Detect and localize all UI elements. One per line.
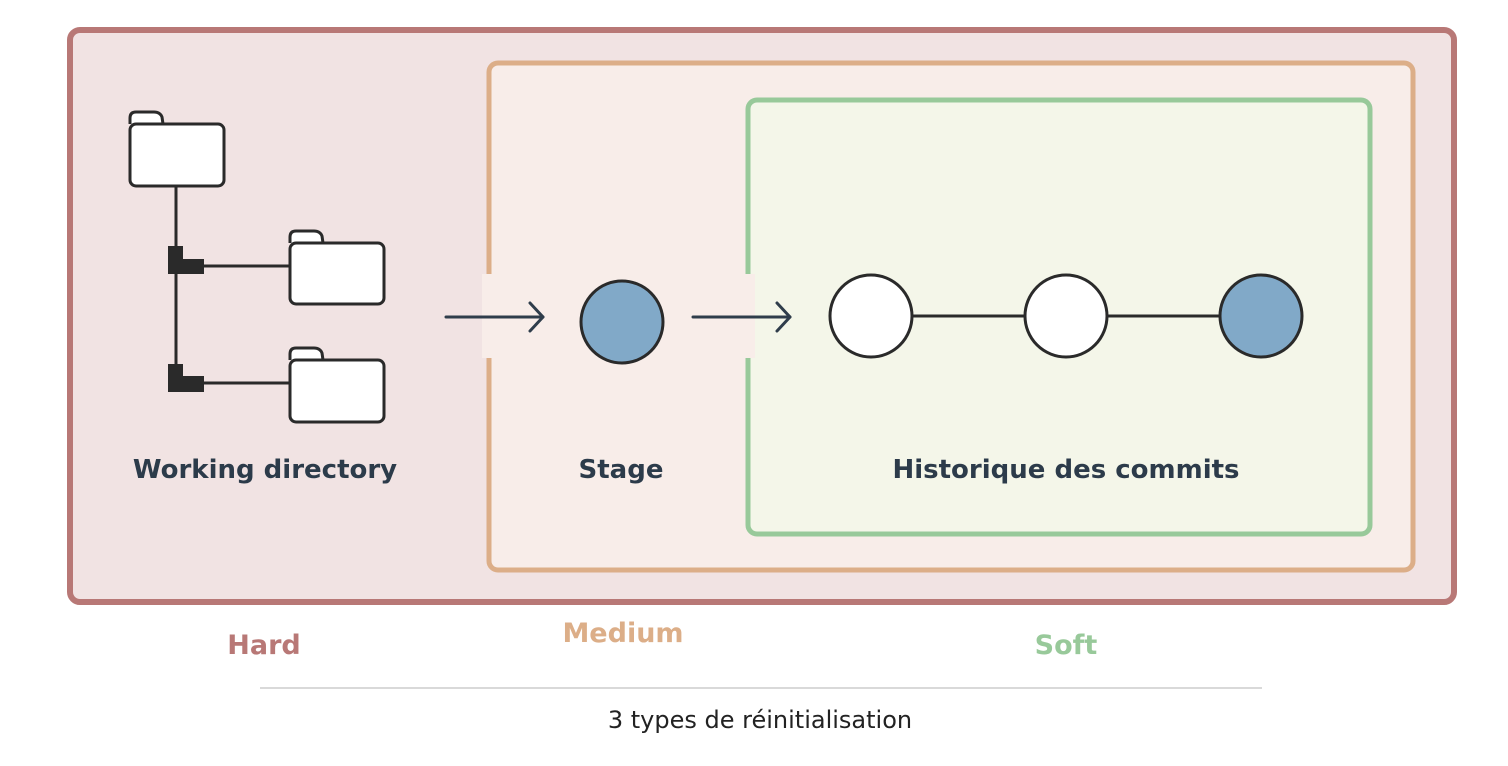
medium-label: Medium	[562, 618, 683, 649]
folder-icon	[288, 229, 386, 306]
stage-node-icon	[579, 279, 665, 365]
commit-node-icon	[1218, 273, 1304, 359]
arrow-right-icon	[691, 301, 792, 333]
soft-label: Soft	[1035, 630, 1098, 661]
folder-icon	[128, 110, 226, 188]
hard-label: Hard	[227, 630, 300, 661]
commit-node-icon	[1023, 273, 1109, 359]
commit-history-label: Historique des commits	[892, 455, 1239, 485]
tree-joint-icon	[168, 364, 204, 392]
working-directory-label: Working directory	[133, 455, 397, 485]
arrow-right-icon	[444, 301, 545, 333]
stage-label: Stage	[579, 455, 664, 485]
folder-icon	[288, 346, 386, 424]
figure-caption: 3 types de réinitialisation	[607, 706, 913, 734]
tree-joint-icon	[168, 246, 204, 274]
commit-node-icon	[828, 273, 914, 359]
